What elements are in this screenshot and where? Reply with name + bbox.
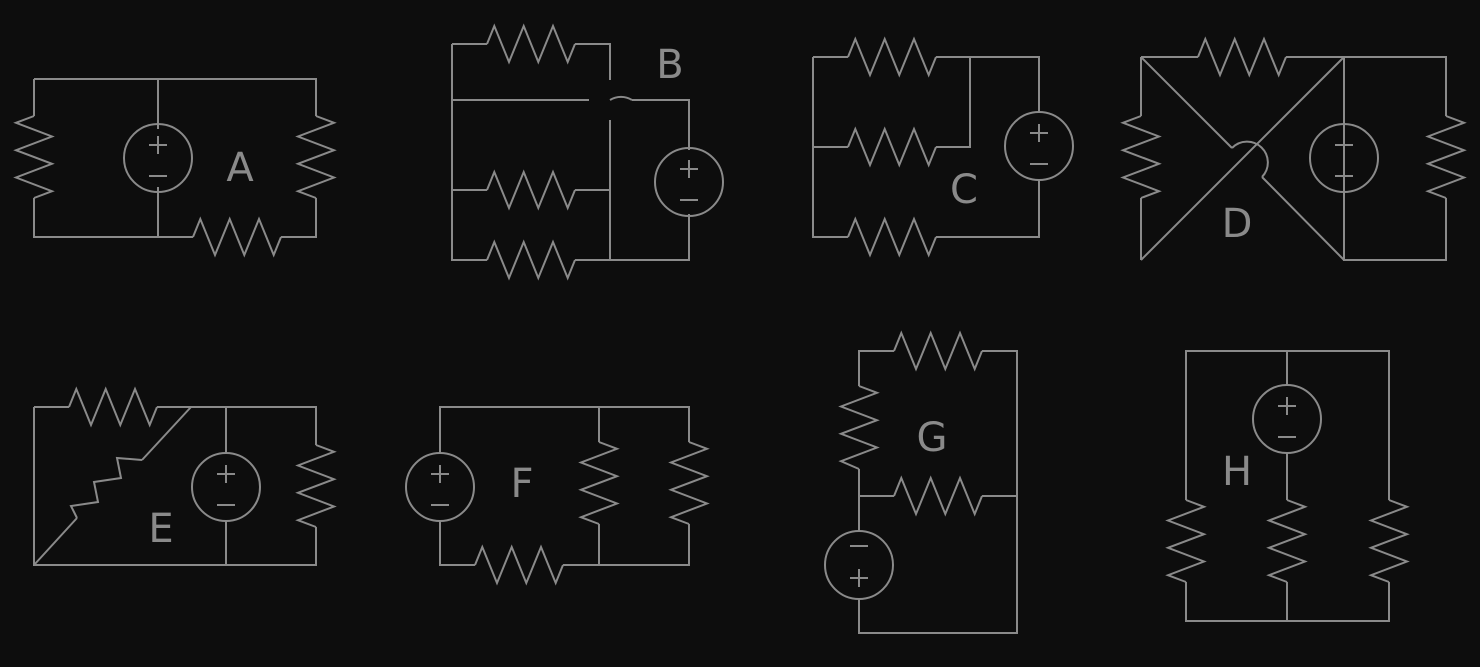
voltage-source-icon: [1004, 111, 1074, 181]
resistor-icon: [1425, 115, 1467, 199]
circuit-d-wires: [1140, 56, 1447, 261]
circuit-e: E: [33, 386, 337, 566]
resistor-icon: [68, 386, 158, 428]
resistor-icon: [1120, 115, 1162, 199]
circuit-g: G: [824, 330, 1018, 634]
resistor-icon: [668, 441, 710, 525]
resistor-icon: [13, 115, 55, 199]
circuit-label: A: [226, 145, 254, 191]
resistor-icon: [1368, 499, 1410, 583]
resistor-icon: [1165, 499, 1207, 583]
circuit-f-wires: [439, 406, 690, 566]
resistor-icon: [474, 544, 564, 586]
circuit-label: B: [656, 42, 683, 88]
circuit-b-wires: [451, 43, 690, 261]
circuit-label: G: [917, 415, 948, 461]
resistor-icon: [847, 216, 937, 258]
circuit-b: B: [451, 23, 724, 281]
circuit-g-wires: [858, 350, 1018, 634]
resistor-icon: [486, 23, 576, 65]
resistor-icon: [295, 444, 337, 528]
voltage-source-icon: [1309, 123, 1379, 193]
voltage-source-icon: [654, 147, 724, 217]
resistor-icon: [192, 216, 282, 258]
resistor-icon: [295, 115, 337, 199]
circuit-label: F: [510, 461, 533, 507]
resistor-icon: [69, 456, 143, 519]
circuit-c: C: [812, 36, 1074, 258]
resistor-icon: [486, 169, 576, 211]
circuit-label: D: [1222, 201, 1253, 247]
circuit-h-wires: [1185, 350, 1390, 622]
voltage-source-icon: [824, 530, 894, 600]
circuit-label: C: [950, 167, 978, 213]
voltage-source-icon: [1252, 384, 1322, 454]
resistor-icon: [1266, 499, 1308, 583]
circuit-e-wires: [33, 406, 317, 566]
voltage-source-icon: [123, 123, 193, 193]
circuit-label: E: [148, 506, 173, 552]
circuit-a-wires: [33, 78, 317, 238]
circuit-c-wires: [812, 56, 1040, 238]
circuit-h: H: [1165, 350, 1410, 622]
resistor-icon: [893, 475, 983, 517]
resistor-icon: [838, 385, 880, 470]
resistor-icon: [578, 441, 620, 525]
resistor-icon: [893, 330, 983, 372]
circuit-f: F: [405, 406, 710, 586]
circuit-a: A: [13, 78, 337, 258]
voltage-source-icon: [191, 452, 261, 522]
circuit-d: D: [1120, 36, 1467, 261]
resistor-icon: [1197, 36, 1287, 78]
resistor-icon: [486, 239, 576, 281]
voltage-source-icon: [405, 452, 475, 522]
resistor-icon: [847, 36, 937, 78]
resistor-icon: [847, 126, 937, 168]
circuit-label: H: [1222, 449, 1252, 495]
